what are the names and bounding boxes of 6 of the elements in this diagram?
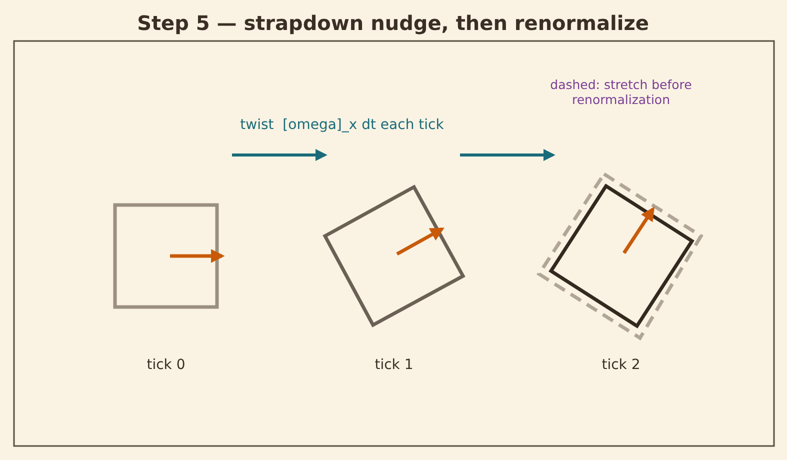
diagram-title: Step 5 — strapdown nudge, then renormalize <box>137 11 649 35</box>
tick-label: tick 1 <box>374 357 414 373</box>
tick-label: tick 0 <box>146 357 186 373</box>
tick-label: tick 2 <box>602 357 640 373</box>
note-text: dashed: stretch before renormalization <box>549 77 693 107</box>
annotation-text: twist [omega]_x dt each tick <box>240 117 444 133</box>
